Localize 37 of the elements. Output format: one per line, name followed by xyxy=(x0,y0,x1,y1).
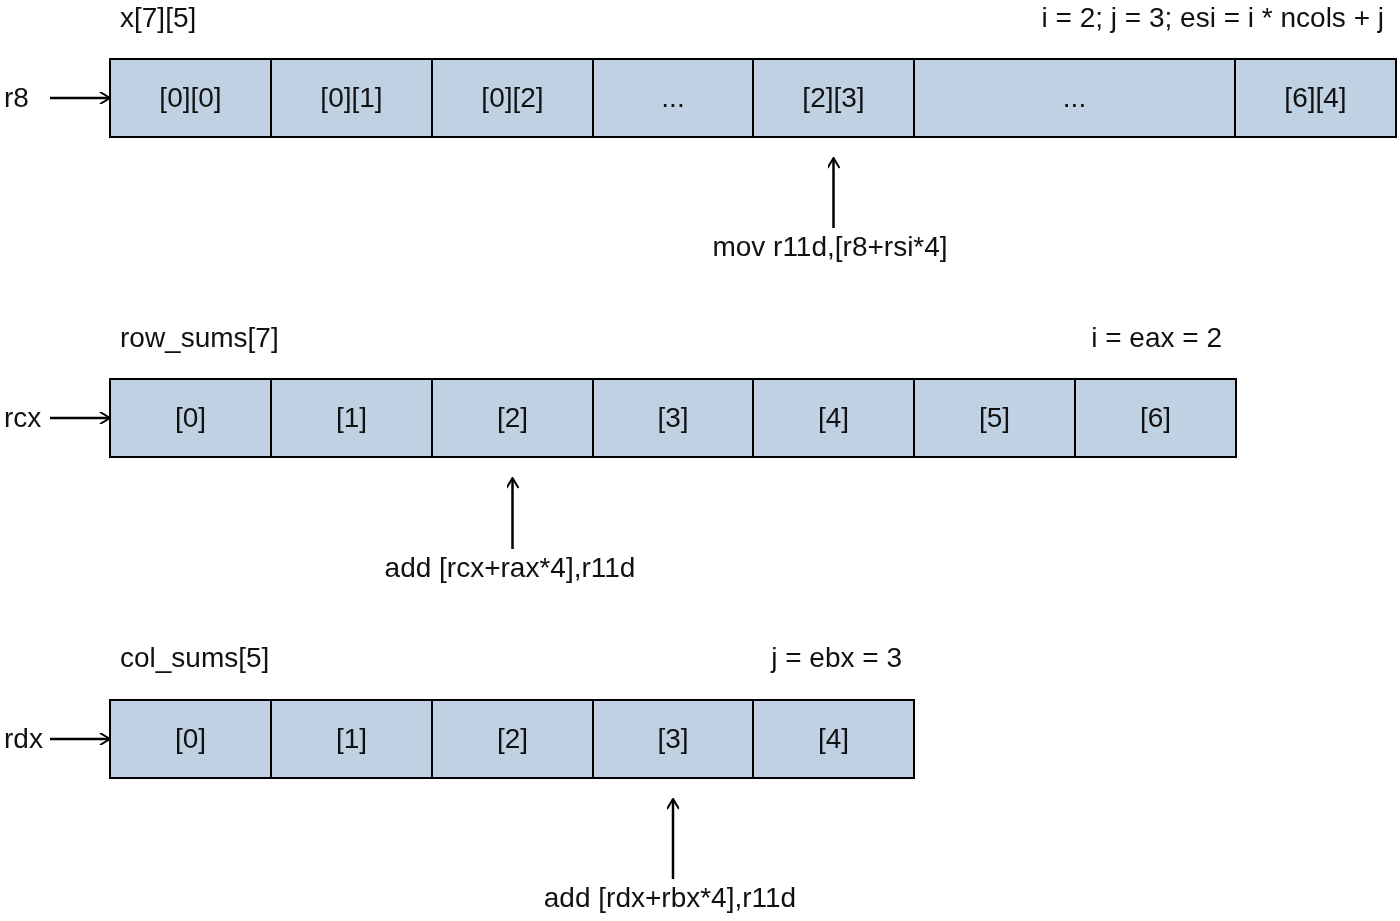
instruction-label: add [rcx+rax*4],r11d xyxy=(330,549,690,587)
caption-label: i = eax = 2 xyxy=(1091,321,1222,355)
array-cell: [0][1] xyxy=(270,58,433,138)
array-cell: [4] xyxy=(752,378,915,458)
array-cell: [0] xyxy=(109,699,272,779)
array-cell: [3] xyxy=(592,699,754,779)
register-label: r8 xyxy=(4,78,52,118)
array-cell: [0][0] xyxy=(109,58,272,138)
array-cell: [6][4] xyxy=(1234,58,1397,138)
array-cell: [0][2] xyxy=(431,58,594,138)
array-cell: [0] xyxy=(109,378,272,458)
instruction-label: mov r11d,[r8+rsi*4] xyxy=(650,228,1010,266)
register-label: rdx xyxy=(4,719,52,759)
instruction-label: add [rdx+rbx*4],r11d xyxy=(490,879,850,917)
array-cell: [2][3] xyxy=(752,58,915,138)
arrow xyxy=(50,732,111,746)
caption-label: i = 2; j = 3; esi = i * ncols + j xyxy=(1041,1,1384,35)
caption-label: col_sums[5] xyxy=(120,641,270,675)
array-cell: [4] xyxy=(752,699,915,779)
arrow xyxy=(505,477,520,549)
arrow xyxy=(50,411,111,425)
arrow xyxy=(826,157,841,228)
arrow xyxy=(50,91,111,105)
array-cell: ... xyxy=(592,58,754,138)
caption-label: x[7][5] xyxy=(120,1,197,35)
array-cell: [1] xyxy=(270,378,433,458)
caption-label: row_sums[7] xyxy=(120,321,279,355)
array-cell: [2] xyxy=(431,378,594,458)
array-cell: [2] xyxy=(431,699,594,779)
array-cell: [5] xyxy=(913,378,1076,458)
array-cell: ... xyxy=(913,58,1236,138)
arrow xyxy=(666,798,680,879)
array-cell: [1] xyxy=(270,699,433,779)
register-label: rcx xyxy=(4,398,52,438)
array-cell: [3] xyxy=(592,378,754,458)
array-cell: [6] xyxy=(1074,378,1237,458)
caption-label: j = ebx = 3 xyxy=(771,641,902,675)
